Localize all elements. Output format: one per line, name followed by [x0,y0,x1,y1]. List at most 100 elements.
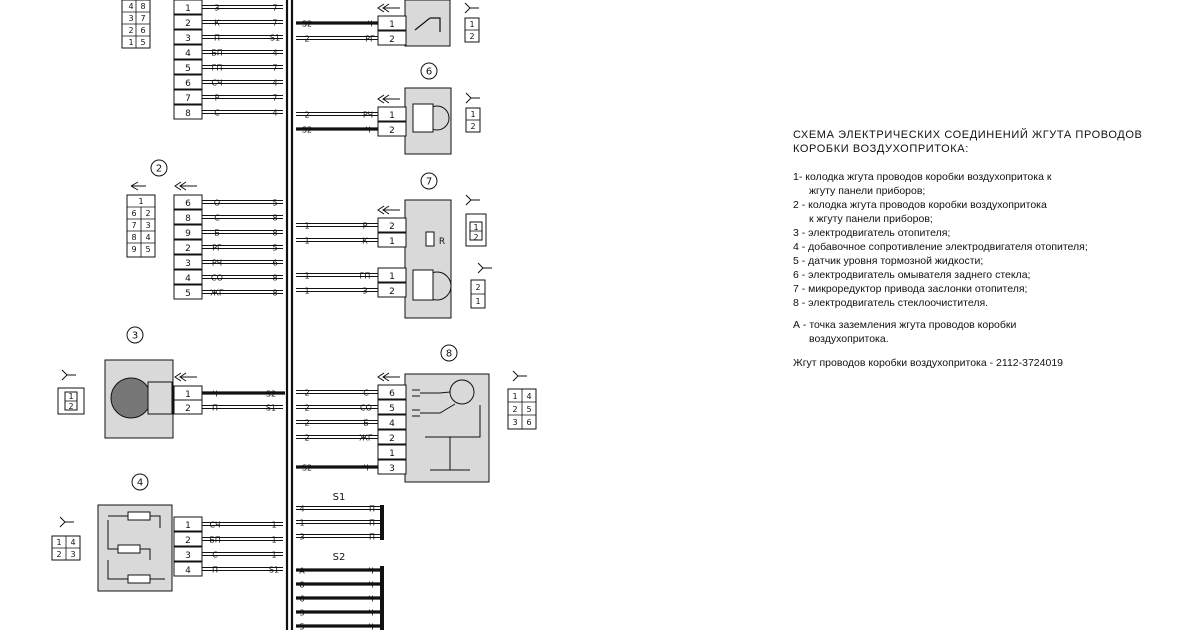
legend-item-text: 5 - датчик уровня тормозной жидкости; [793,255,984,267]
legend-note-text: А - точка заземления жгута проводов коро… [793,319,1017,331]
wire-from: 5 [299,623,304,630]
harness-part-number: Жгут проводов коробки воздухопритока - 2… [793,357,1064,369]
comp6-pin-cell [377,106,407,122]
wire-dest: S1 [266,404,276,413]
face-pin: 2 [128,26,133,35]
face-pin: 2 [469,32,474,41]
wire-color: СЧ [211,79,222,88]
block1-pin: 2 [185,19,191,29]
wire-dest: 1 [271,551,276,560]
face-pin: 7 [140,14,145,23]
face-pin: 3 [128,14,133,23]
wire-from: S2 [302,464,312,473]
face-pin: 1 [473,223,478,232]
wire-from: 1 [304,237,309,246]
comp4-pin: 4 [185,566,191,576]
wire-color: З [362,287,367,296]
wiper-motor-rotor [449,379,475,405]
comp3-pin: 2 [185,404,191,414]
face-pin: 2 [68,402,73,411]
wire-dest: 8 [272,289,277,298]
block1-pin-cell [173,44,203,60]
legend-item-text: 6 - электродвигатель омывателя заднего с… [793,269,1031,281]
legend-item-text: 1- колодка жгута проводов коробки воздух… [793,171,1052,183]
wire-from: 3 [299,533,304,542]
wire-color: ГП [360,272,371,281]
block2-pin: 5 [185,289,191,299]
comp4-pin-cell [173,546,203,562]
wire-dest: 5 [272,244,277,253]
wire-dest: 6 [272,259,277,268]
comp7-pin-cell [377,217,407,233]
resistor-wiring [107,515,165,580]
wire-from: S2 [302,20,312,29]
wire-from: 2 [304,111,309,120]
wire-color: Р [215,94,220,103]
wire-from: 2 [304,434,309,443]
comp4-pin-cell [173,531,203,547]
block1-pin: 5 [185,64,191,74]
wire-color: Ч [368,581,373,590]
wire-color: З [214,4,219,13]
wire-color: Ч [368,609,373,618]
wire-color: СЧ [209,521,220,530]
wire-color: С [214,109,220,118]
wire-dest: 1 [271,521,276,530]
wire-color: Ч [212,390,217,399]
legend-note-text-cont: воздухопритока. [809,333,889,345]
block2-pin: 9 [185,229,191,239]
sensor-switch [414,17,441,32]
plug-symbol [465,92,480,104]
comp4-pin: 3 [185,551,191,561]
comp8-pin-cell [377,399,407,415]
wire-color: С [214,214,220,223]
connector-symbol [174,181,197,191]
comp7-pin: 2 [389,222,395,232]
comp3-pin-cell [173,399,203,415]
wire-from: 8 [299,581,304,590]
fluid-sensor-housing [404,0,451,47]
comp4-pin-cell [173,516,203,532]
comp5-pin-cell [377,30,407,46]
block2-pin-cell [173,224,203,240]
resistor-element [127,574,151,584]
block2-pin: 8 [185,214,191,224]
wire-color: РЧ [363,111,373,120]
block1-pin: 4 [185,49,191,59]
legend-title: СХЕМА ЭЛЕКТРИЧЕСКИХ СОЕДИНЕНИЙ ЖГУТА ПРО… [793,128,1193,156]
comp4-pin: 2 [185,536,191,546]
callout-number: 6 [426,67,432,78]
plug-symbol [512,370,527,382]
callout-circle [150,159,168,177]
block1-pin-cell [173,29,203,45]
legend-item: 6 - электродвигатель омывателя заднего с… [793,268,1193,282]
splice-label-s2: S2 [333,552,346,563]
wire-color: Ч [367,20,372,29]
comp8-pin-cell [377,429,407,445]
plug-symbol [464,2,479,14]
wire-from: S2 [302,126,312,135]
block2-pin: 2 [185,244,191,254]
block2-pin-cell [173,284,203,300]
callout-circle [126,326,144,344]
block1-pin: 8 [185,109,191,119]
face-pin: 3 [70,550,75,559]
block2-pin-cell [173,269,203,285]
wire-color: СО [360,404,372,413]
wire-color: БП [209,536,221,545]
connector-symbol [174,372,197,382]
face-pin: 7 [131,221,136,230]
callout-circle [131,473,149,491]
connector-symbol [377,372,400,382]
legend-title-line1: СХЕМА ЭЛЕКТРИЧЕСКИХ СОЕДИНЕНИЙ ЖГУТА ПРО… [793,129,1143,141]
wire-color: Б [214,229,220,238]
wire-from: 2 [304,404,309,413]
comp8-pin: 5 [389,404,395,414]
face-pin: 6 [140,26,145,35]
wire-dest: 4 [272,79,277,88]
comp8-pin: 3 [389,464,395,474]
face-pin: 2 [56,550,61,559]
face-pin: 4 [526,392,531,401]
block2-pin-cell [173,194,203,210]
face-pin: 2 [512,405,517,414]
